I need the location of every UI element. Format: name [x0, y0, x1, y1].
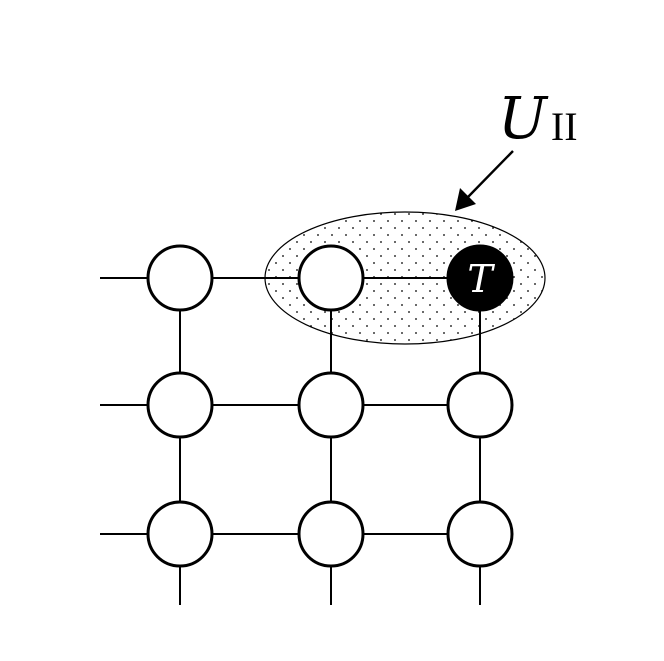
- tensor-label: T: [467, 257, 495, 301]
- node-r3-c3: [446, 500, 514, 568]
- node-r3-c2: [297, 500, 365, 568]
- region-label-script: U: [498, 84, 549, 152]
- node-r1-c2: [297, 244, 365, 312]
- node-r3-c1: [146, 500, 214, 568]
- tensor-node: [446, 244, 514, 312]
- node-r2-c3: [446, 371, 514, 439]
- region-arrow-head: [455, 188, 476, 211]
- region-label-subscript: II: [551, 104, 578, 149]
- node-r2-c2: [297, 371, 365, 439]
- region-arrow: [467, 150, 514, 198]
- node-r2-c1: [146, 371, 214, 439]
- node-r1-c1: [146, 244, 214, 312]
